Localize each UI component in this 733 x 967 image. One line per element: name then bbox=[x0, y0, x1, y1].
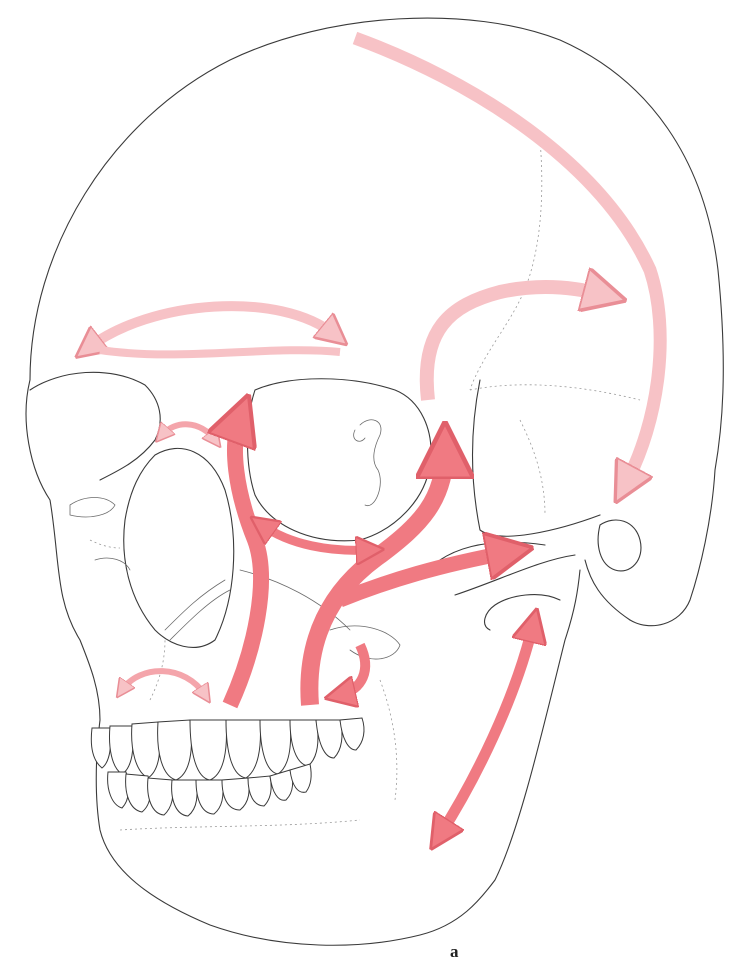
vault-arrow bbox=[355, 38, 660, 485]
orbits bbox=[30, 372, 431, 659]
light-arrows bbox=[88, 38, 660, 695]
panel-label: a bbox=[450, 942, 459, 962]
skull-outline bbox=[26, 18, 723, 945]
incisor-arrow bbox=[122, 671, 205, 695]
temporal-arrow bbox=[427, 287, 605, 400]
supraorbital-arrow-lower bbox=[100, 350, 340, 354]
nasal-bridge-arrow bbox=[162, 424, 215, 440]
tuberosity-arrow bbox=[340, 645, 365, 695]
nasal-buttress-arrow bbox=[230, 418, 261, 705]
upper-teeth bbox=[91, 718, 364, 780]
ramus-arrow bbox=[440, 625, 533, 835]
supraorbital-arrow-upper bbox=[88, 306, 335, 348]
